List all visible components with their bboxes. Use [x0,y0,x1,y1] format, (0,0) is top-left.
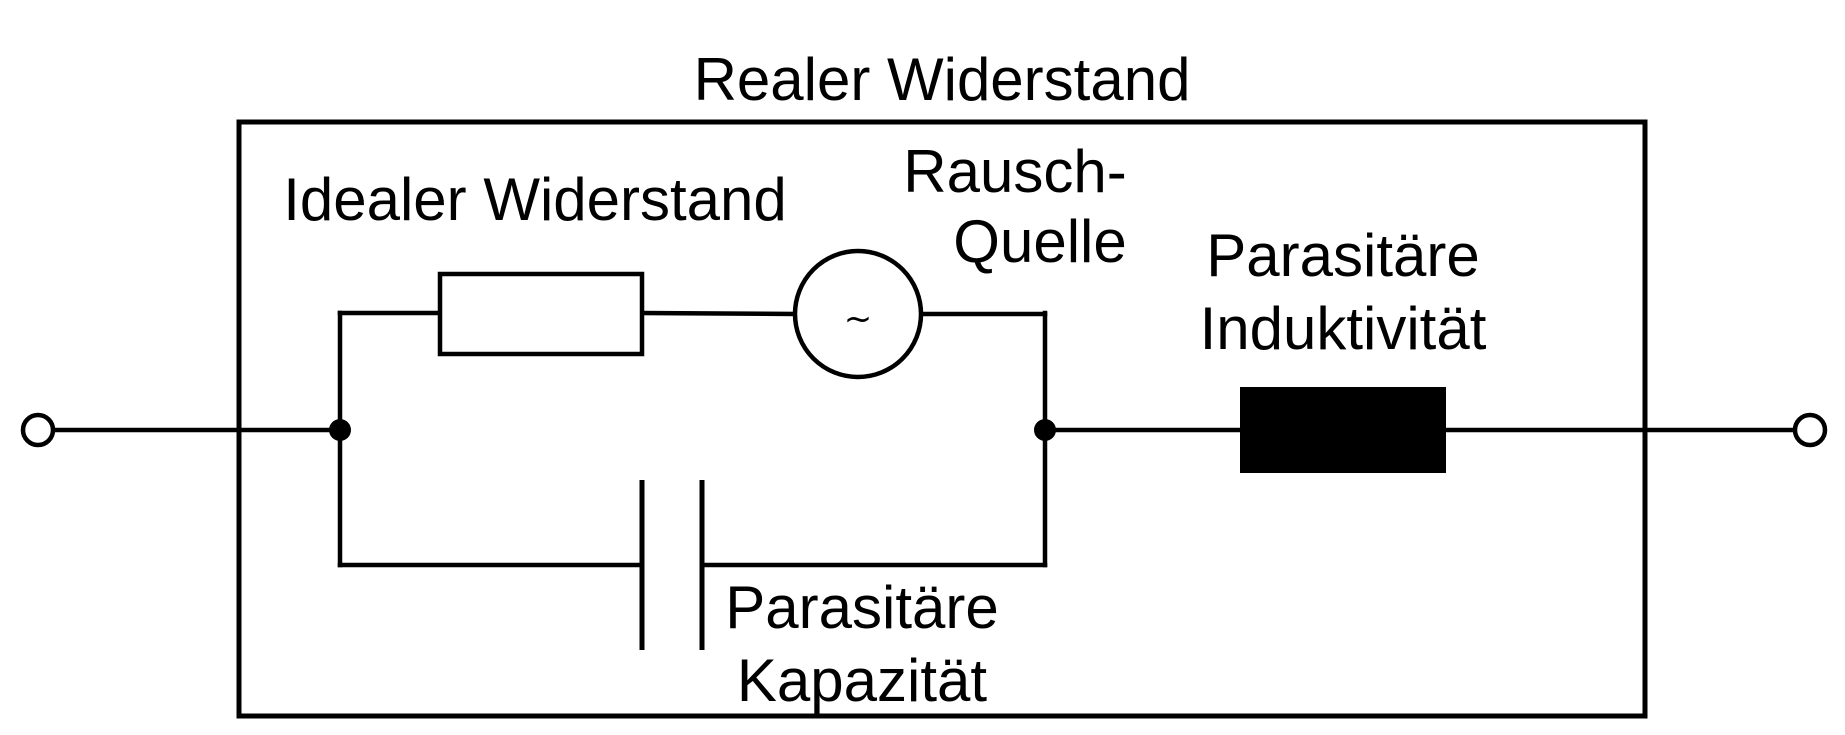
parasitic-inductor [1240,387,1446,473]
parasitic-inductance-label-line1: Parasitäre [1206,222,1479,289]
parasitic-capacitance-label-line1: Parasitäre [725,574,998,641]
terminal-left [20,412,56,448]
diagram-title: Realer Widerstand [694,46,1191,113]
noise-source [792,248,924,380]
ideal-resistor-label: Idealer Widerstand [283,166,787,233]
noise-source-symbol: ~ [844,299,873,339]
junction-right [1034,419,1056,441]
wire-resistor-to-source [639,310,798,317]
parasitic-capacitance-label-line2: Kapazität [737,647,987,714]
ideal-resistor [437,271,645,357]
terminal-right [1792,412,1828,448]
noise-source-label-line2: Quelle [953,208,1126,275]
noise-source-label-line1: Rausch- [903,138,1126,205]
real-resistor-frame [236,119,1648,719]
parasitic-inductance-label-line2: Induktivität [1200,295,1487,362]
junction-left [329,419,351,441]
